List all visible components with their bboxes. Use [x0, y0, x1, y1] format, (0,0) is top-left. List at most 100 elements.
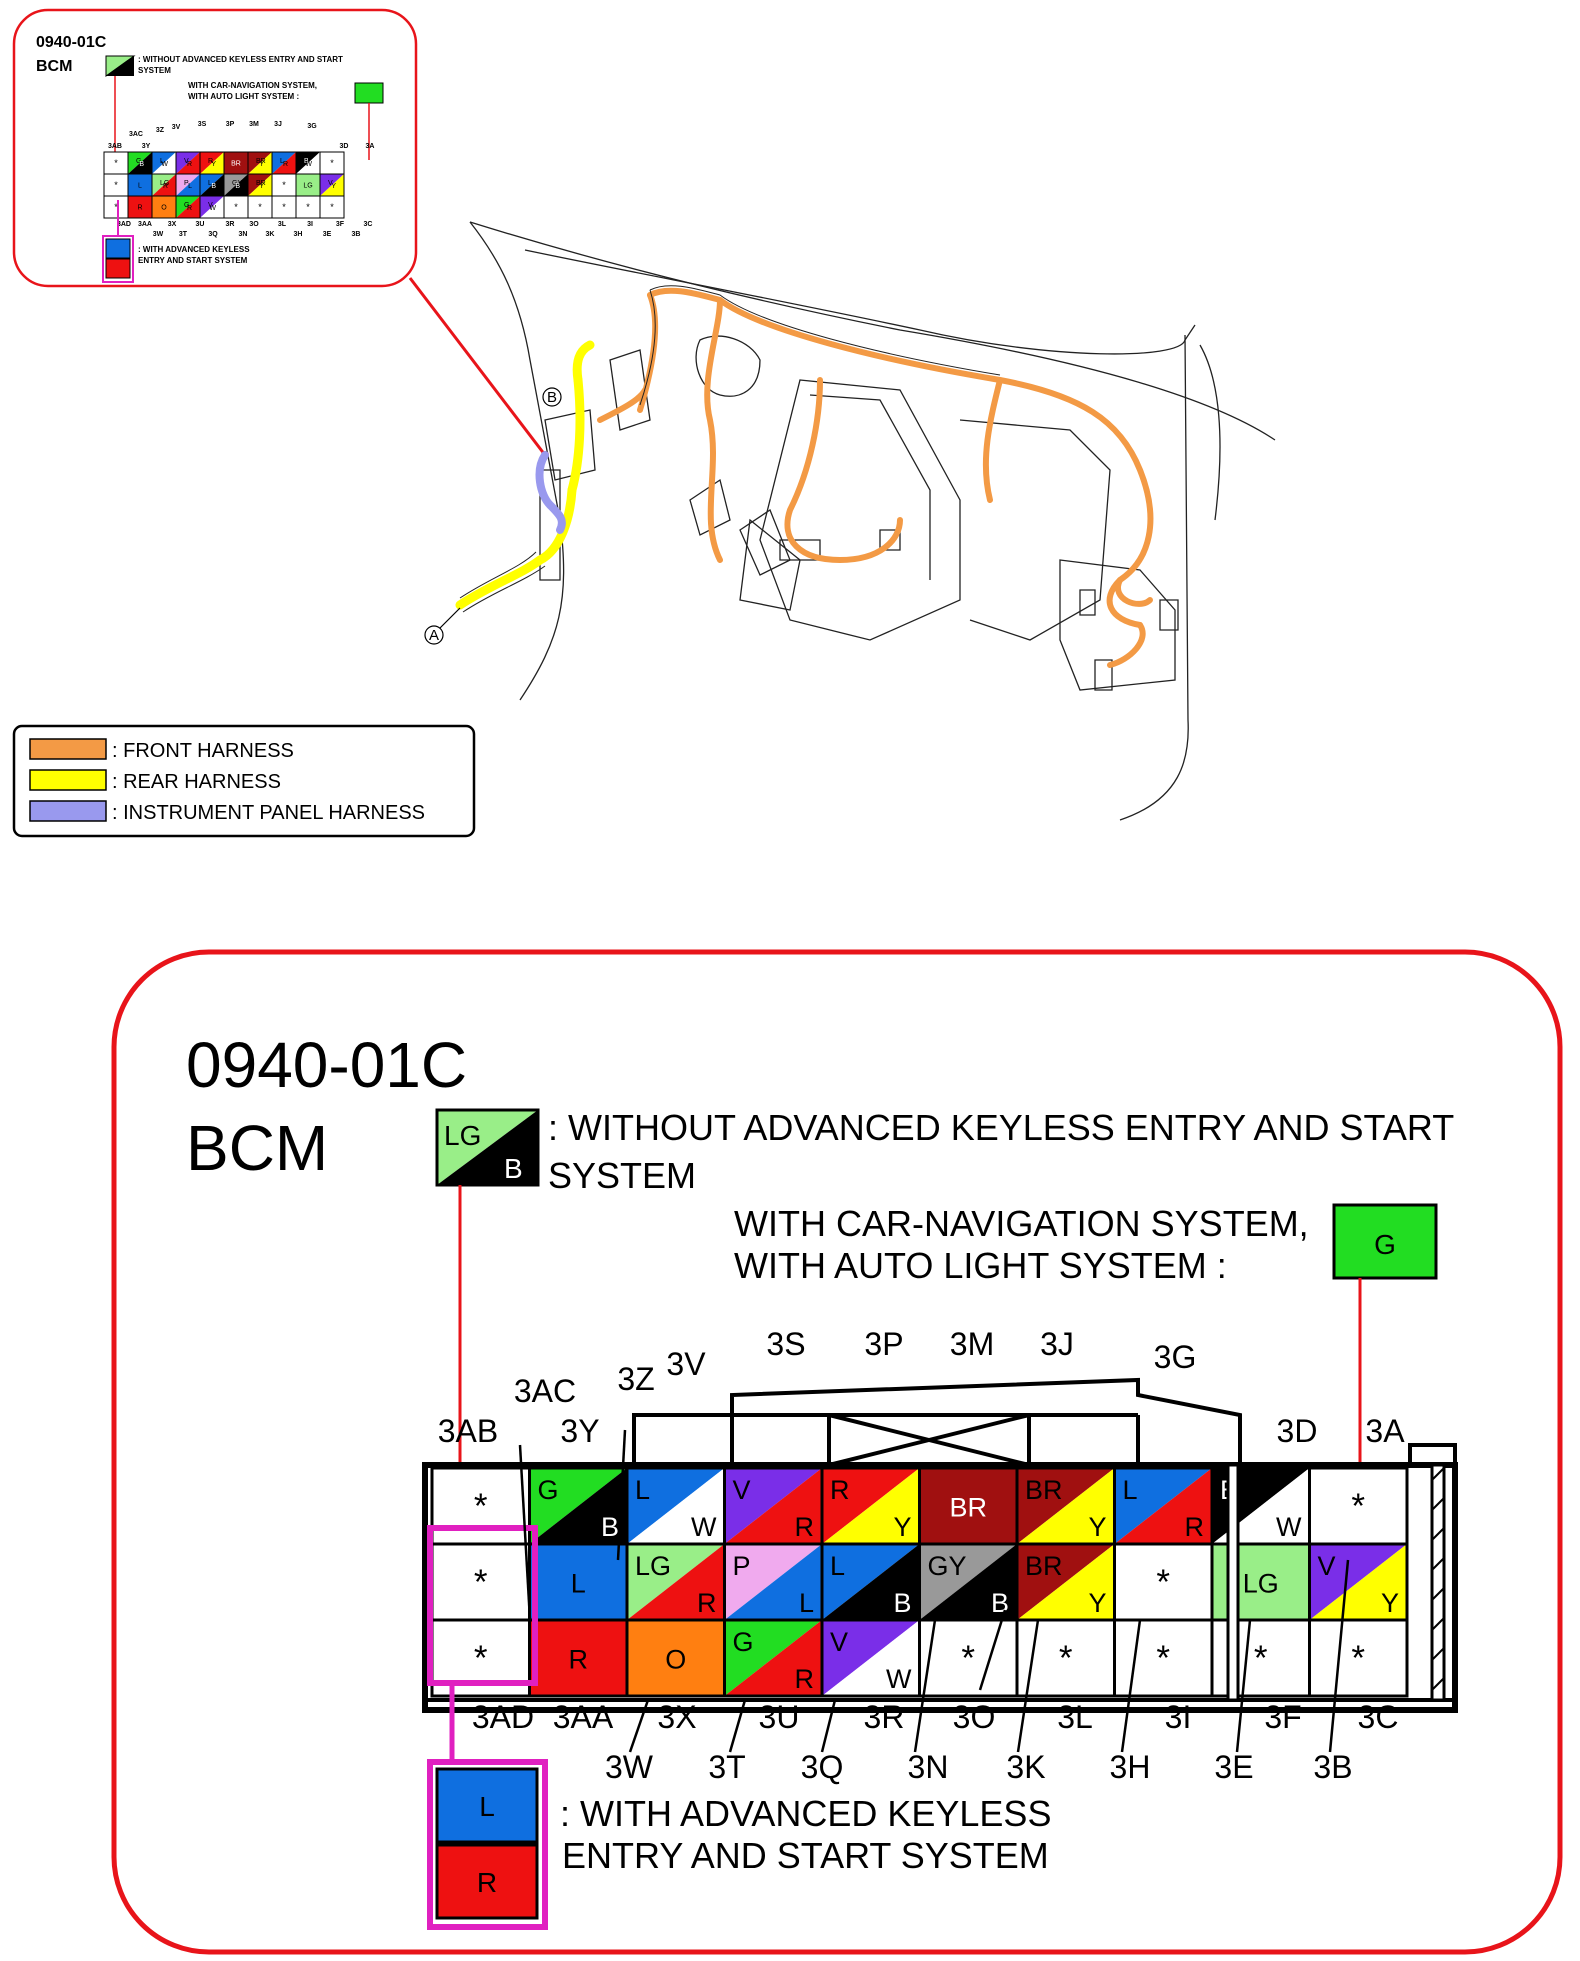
- inset-pin-0-1: GB: [127, 151, 153, 175]
- main-pin-1-7: *: [1113, 1542, 1214, 1622]
- svg-text:Y: Y: [211, 161, 216, 168]
- svg-text:G: G: [733, 1627, 754, 1657]
- svg-text:*: *: [258, 202, 262, 212]
- svg-text:W: W: [161, 161, 168, 168]
- svg-text:*: *: [282, 180, 286, 190]
- inset-pin-0-2: LW: [151, 151, 177, 175]
- svg-text:R: R: [137, 205, 142, 212]
- svg-text:L: L: [799, 1588, 814, 1618]
- pin-label-3i: 3I: [1165, 1699, 1192, 1735]
- inset-pin-label-bottom-3q: 3Q: [208, 231, 218, 238]
- inset-pin-label-3v: 3V: [172, 124, 181, 131]
- inset-pin-label-3s: 3S: [198, 121, 207, 128]
- pin-label-3p: 3P: [864, 1326, 903, 1362]
- svg-text:R: R: [187, 205, 192, 212]
- svg-text:Y: Y: [893, 1512, 911, 1542]
- svg-text:V: V: [208, 202, 213, 209]
- svg-text:V: V: [1318, 1551, 1336, 1581]
- svg-text:LG: LG: [444, 1120, 481, 1151]
- svg-text:*: *: [114, 202, 118, 212]
- main-pin-0-2: LW: [625, 1466, 726, 1546]
- inset-pin-label-bottom-3f: 3F: [336, 221, 345, 228]
- inset-pin-1-9: VY: [319, 173, 345, 197]
- swatch-l-r: L R: [427, 1759, 548, 1930]
- svg-text:R: R: [477, 1867, 497, 1898]
- svg-text:Y: Y: [331, 183, 336, 190]
- svg-text:LG: LG: [303, 183, 312, 190]
- svg-text:BR: BR: [949, 1492, 987, 1522]
- pin-label-3q: 3Q: [801, 1749, 844, 1785]
- svg-text:P: P: [733, 1551, 751, 1581]
- svg-text:R: R: [208, 158, 213, 165]
- svg-text:L: L: [635, 1475, 650, 1505]
- main-pin-2-1: R: [528, 1618, 629, 1698]
- rear-harness-wire: [455, 340, 595, 610]
- svg-text:B: B: [211, 183, 216, 190]
- svg-text:G: G: [184, 202, 189, 209]
- svg-text:*: *: [114, 180, 118, 190]
- inset-pin-label-bottom-3k: 3K: [266, 231, 275, 238]
- inset-pin-2-7: *: [271, 195, 297, 219]
- swatch-lg-b: LG B: [435, 1108, 540, 1187]
- inset-pin-label-bottom-3n: 3N: [239, 231, 248, 238]
- svg-text:ENTRY AND START SYSTEM: ENTRY AND START SYSTEM: [138, 256, 248, 265]
- svg-text:V: V: [328, 180, 333, 187]
- svg-text:L: L: [1123, 1475, 1138, 1505]
- swatch-g: G: [1332, 1203, 1438, 1280]
- pin-label-3c: 3C: [1358, 1699, 1399, 1735]
- svg-text:L: L: [830, 1551, 845, 1581]
- svg-text:Y: Y: [259, 183, 264, 190]
- svg-text:*: *: [1351, 1639, 1365, 1678]
- svg-text:*: *: [474, 1487, 488, 1526]
- harness-illustration: [469, 221, 1276, 821]
- inset-pin-label-bottom-3l: 3L: [278, 221, 287, 228]
- inset-pin-2-8: *: [295, 195, 321, 219]
- main-pin-1-2: LGR: [625, 1542, 726, 1622]
- connector-name: BCM: [186, 1112, 328, 1184]
- svg-text:L: L: [280, 158, 284, 165]
- inset-pin-0-8: BW: [295, 151, 321, 175]
- svg-text:*: *: [330, 202, 334, 212]
- inset-pin-2-2: O: [151, 195, 177, 219]
- legend-label-instrument: : INSTRUMENT PANEL HARNESS: [112, 802, 425, 824]
- detail-panel: 0940-01C BCM LG B : WITHOUT ADVANCED KEY…: [111, 949, 1563, 1955]
- inset-pin-label-bottom-3x: 3X: [168, 221, 177, 228]
- svg-text:WITH CAR-NAVIGATION SYSTEM,: WITH CAR-NAVIGATION SYSTEM,: [188, 81, 317, 90]
- legend-label-rear: : REAR HARNESS: [112, 771, 281, 793]
- inset-pin-label-bottom-3b: 3B: [352, 231, 361, 238]
- pin-label-3z: 3Z: [617, 1361, 654, 1397]
- svg-text:*: *: [1254, 1639, 1268, 1678]
- svg-text:V: V: [733, 1475, 751, 1505]
- svg-text:W: W: [886, 1664, 912, 1694]
- main-pin-0-9: *: [1308, 1466, 1409, 1546]
- inset-pin-0-0: *: [103, 151, 129, 175]
- inset-pin-label-3m: 3M: [249, 121, 259, 128]
- svg-text:*: *: [474, 1563, 488, 1602]
- svg-text:R: R: [830, 1475, 850, 1505]
- main-pin-1-3: PL: [723, 1542, 824, 1622]
- inset-pin-2-1: R: [127, 195, 153, 219]
- inset-pin-2-5: *: [223, 195, 249, 219]
- inset-pin-2-0: *: [103, 195, 129, 219]
- svg-text:L: L: [479, 1791, 495, 1822]
- pin-label-3k: 3K: [1006, 1749, 1045, 1785]
- pin-label-3f: 3F: [1264, 1699, 1301, 1735]
- pin-label-3u: 3U: [759, 1699, 800, 1735]
- pin-label-3y: 3Y: [560, 1413, 599, 1449]
- svg-text:W: W: [1276, 1512, 1302, 1542]
- inset-pin-1-7: *: [271, 173, 297, 197]
- svg-text:GY: GY: [232, 180, 242, 187]
- inset-pin-0-9: *: [319, 151, 345, 175]
- inset-pin-0-4: RY: [199, 151, 225, 175]
- svg-text:: WITH ADVANCED KEYLESS: : WITH ADVANCED KEYLESS: [138, 245, 250, 254]
- svg-text:G: G: [1374, 1229, 1396, 1260]
- pin-label-3a: 3A: [1365, 1413, 1405, 1449]
- main-pin-2-5: *: [918, 1618, 1019, 1698]
- svg-text:O: O: [161, 205, 167, 212]
- inset-pin-1-0: *: [103, 173, 129, 197]
- svg-text:P: P: [184, 180, 189, 187]
- inset-pin-label-3g: 3G: [307, 123, 317, 130]
- pin-label-3s: 3S: [766, 1326, 805, 1362]
